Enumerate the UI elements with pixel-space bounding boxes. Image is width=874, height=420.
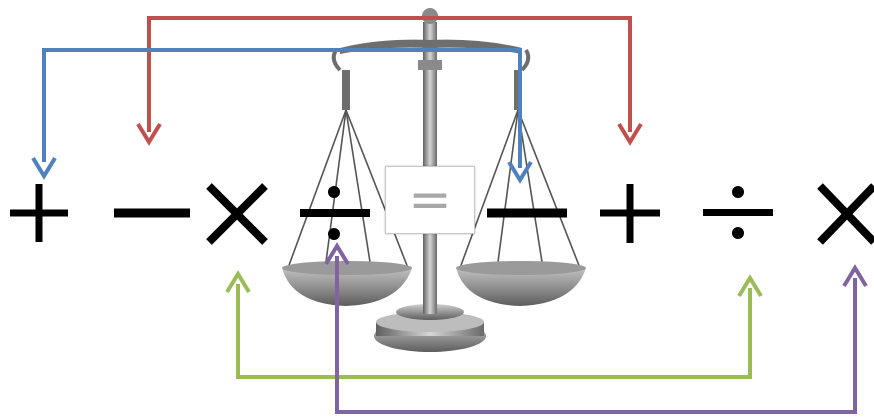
arrow-red [136,16,643,146]
divide-symbol-right [703,186,773,239]
plus-symbol-right [600,184,660,243]
divide-symbol-left [300,186,370,240]
times-symbol-right [817,183,874,245]
arrow-green [225,270,763,379]
left-operators [10,183,370,245]
arrow-purple [324,242,868,414]
times-symbol-left [206,183,268,245]
arrow-blue [31,48,533,184]
equals-sign: = [408,170,452,230]
plus-symbol-left [10,184,68,242]
right-operators [487,183,874,245]
equals-sign-box: = [385,166,475,234]
